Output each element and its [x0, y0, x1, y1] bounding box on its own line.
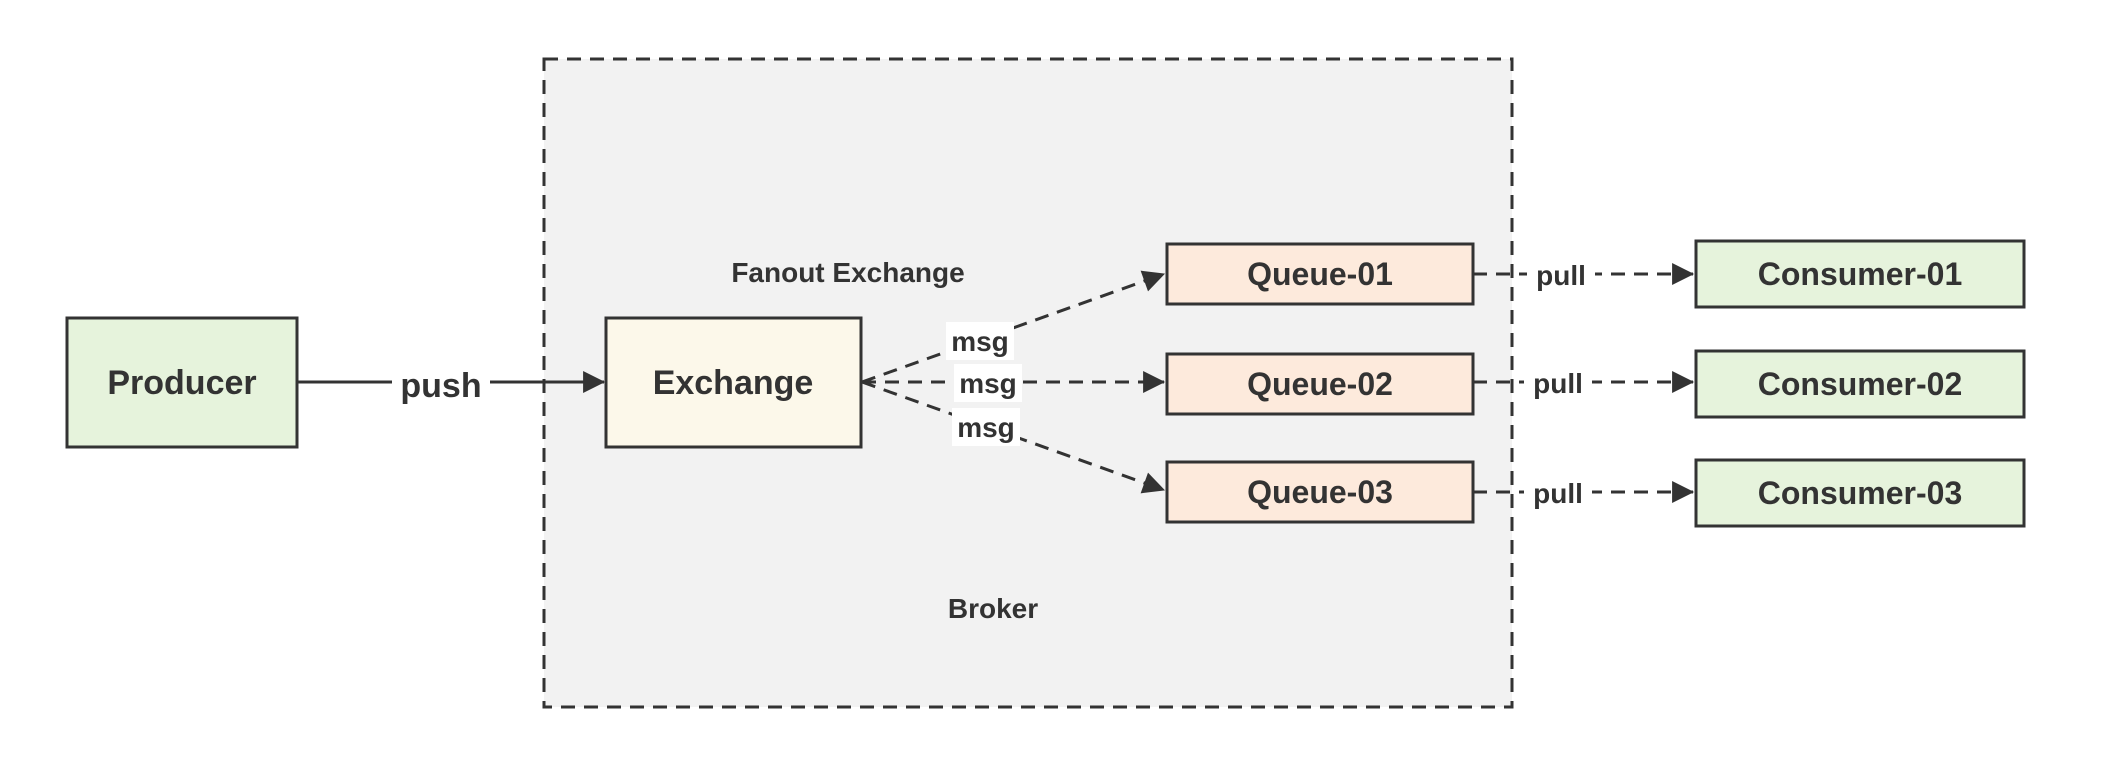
consumer-box: [1694, 458, 2026, 528]
msg-edge: msg: [862, 364, 1166, 402]
msg-arrow: [861, 270, 1166, 384]
consumer-label: Consumer-02: [1758, 366, 1963, 402]
exchange-box: [604, 316, 863, 449]
msg-edge: msg: [861, 380, 1166, 494]
msg-edge: msg: [861, 270, 1166, 384]
msg-arrow: [861, 380, 1166, 494]
pull-label-bg: [1524, 364, 1592, 402]
consumer-node: Consumer-03: [1694, 458, 2026, 528]
queue-node: Queue-02: [1165, 352, 1475, 416]
pull-edge: pull: [1473, 474, 1695, 512]
exchange-label: Exchange: [653, 364, 814, 402]
msg-label-bg: [946, 322, 1014, 360]
queue-label: Queue-02: [1247, 366, 1393, 402]
msg-label-bg: [952, 408, 1020, 446]
queue-box: [1165, 460, 1475, 524]
msg-label: msg: [959, 368, 1017, 399]
msg-label-bg: [954, 364, 1022, 402]
pull-label-bg: [1527, 256, 1595, 294]
msg-label: msg: [957, 412, 1015, 443]
consumer-label: Consumer-03: [1758, 475, 1963, 511]
pull-edge: pull: [1473, 364, 1695, 402]
pull-label: pull: [1533, 368, 1583, 399]
consumer-box: [1694, 349, 2026, 419]
consumer-node: Consumer-01: [1694, 239, 2026, 309]
consumer-node: Consumer-02: [1694, 349, 2026, 419]
fanout-exchange-label: Fanout Exchange: [731, 257, 964, 288]
producer-node: Producer: [65, 316, 299, 449]
consumer-box: [1694, 239, 2026, 309]
consumer-label: Consumer-01: [1758, 256, 1963, 292]
queue-label: Queue-01: [1247, 256, 1393, 292]
exchange-node: Exchange: [604, 316, 863, 449]
push-label-bg: [392, 361, 490, 409]
queue-box: [1165, 352, 1475, 416]
queue-box: [1165, 242, 1475, 306]
pull-label: pull: [1533, 478, 1583, 509]
pull-label: pull: [1536, 260, 1586, 291]
msg-label: msg: [951, 326, 1009, 357]
queue-node: Queue-03: [1165, 460, 1475, 524]
broker-label: Broker: [948, 593, 1038, 624]
push-edge: push: [297, 361, 606, 409]
pull-label-bg: [1524, 474, 1592, 512]
queue-label: Queue-03: [1247, 474, 1393, 510]
queue-node: Queue-01: [1165, 242, 1475, 306]
push-label: push: [400, 367, 481, 405]
pull-edge: pull: [1473, 256, 1695, 294]
producer-label: Producer: [107, 364, 256, 402]
